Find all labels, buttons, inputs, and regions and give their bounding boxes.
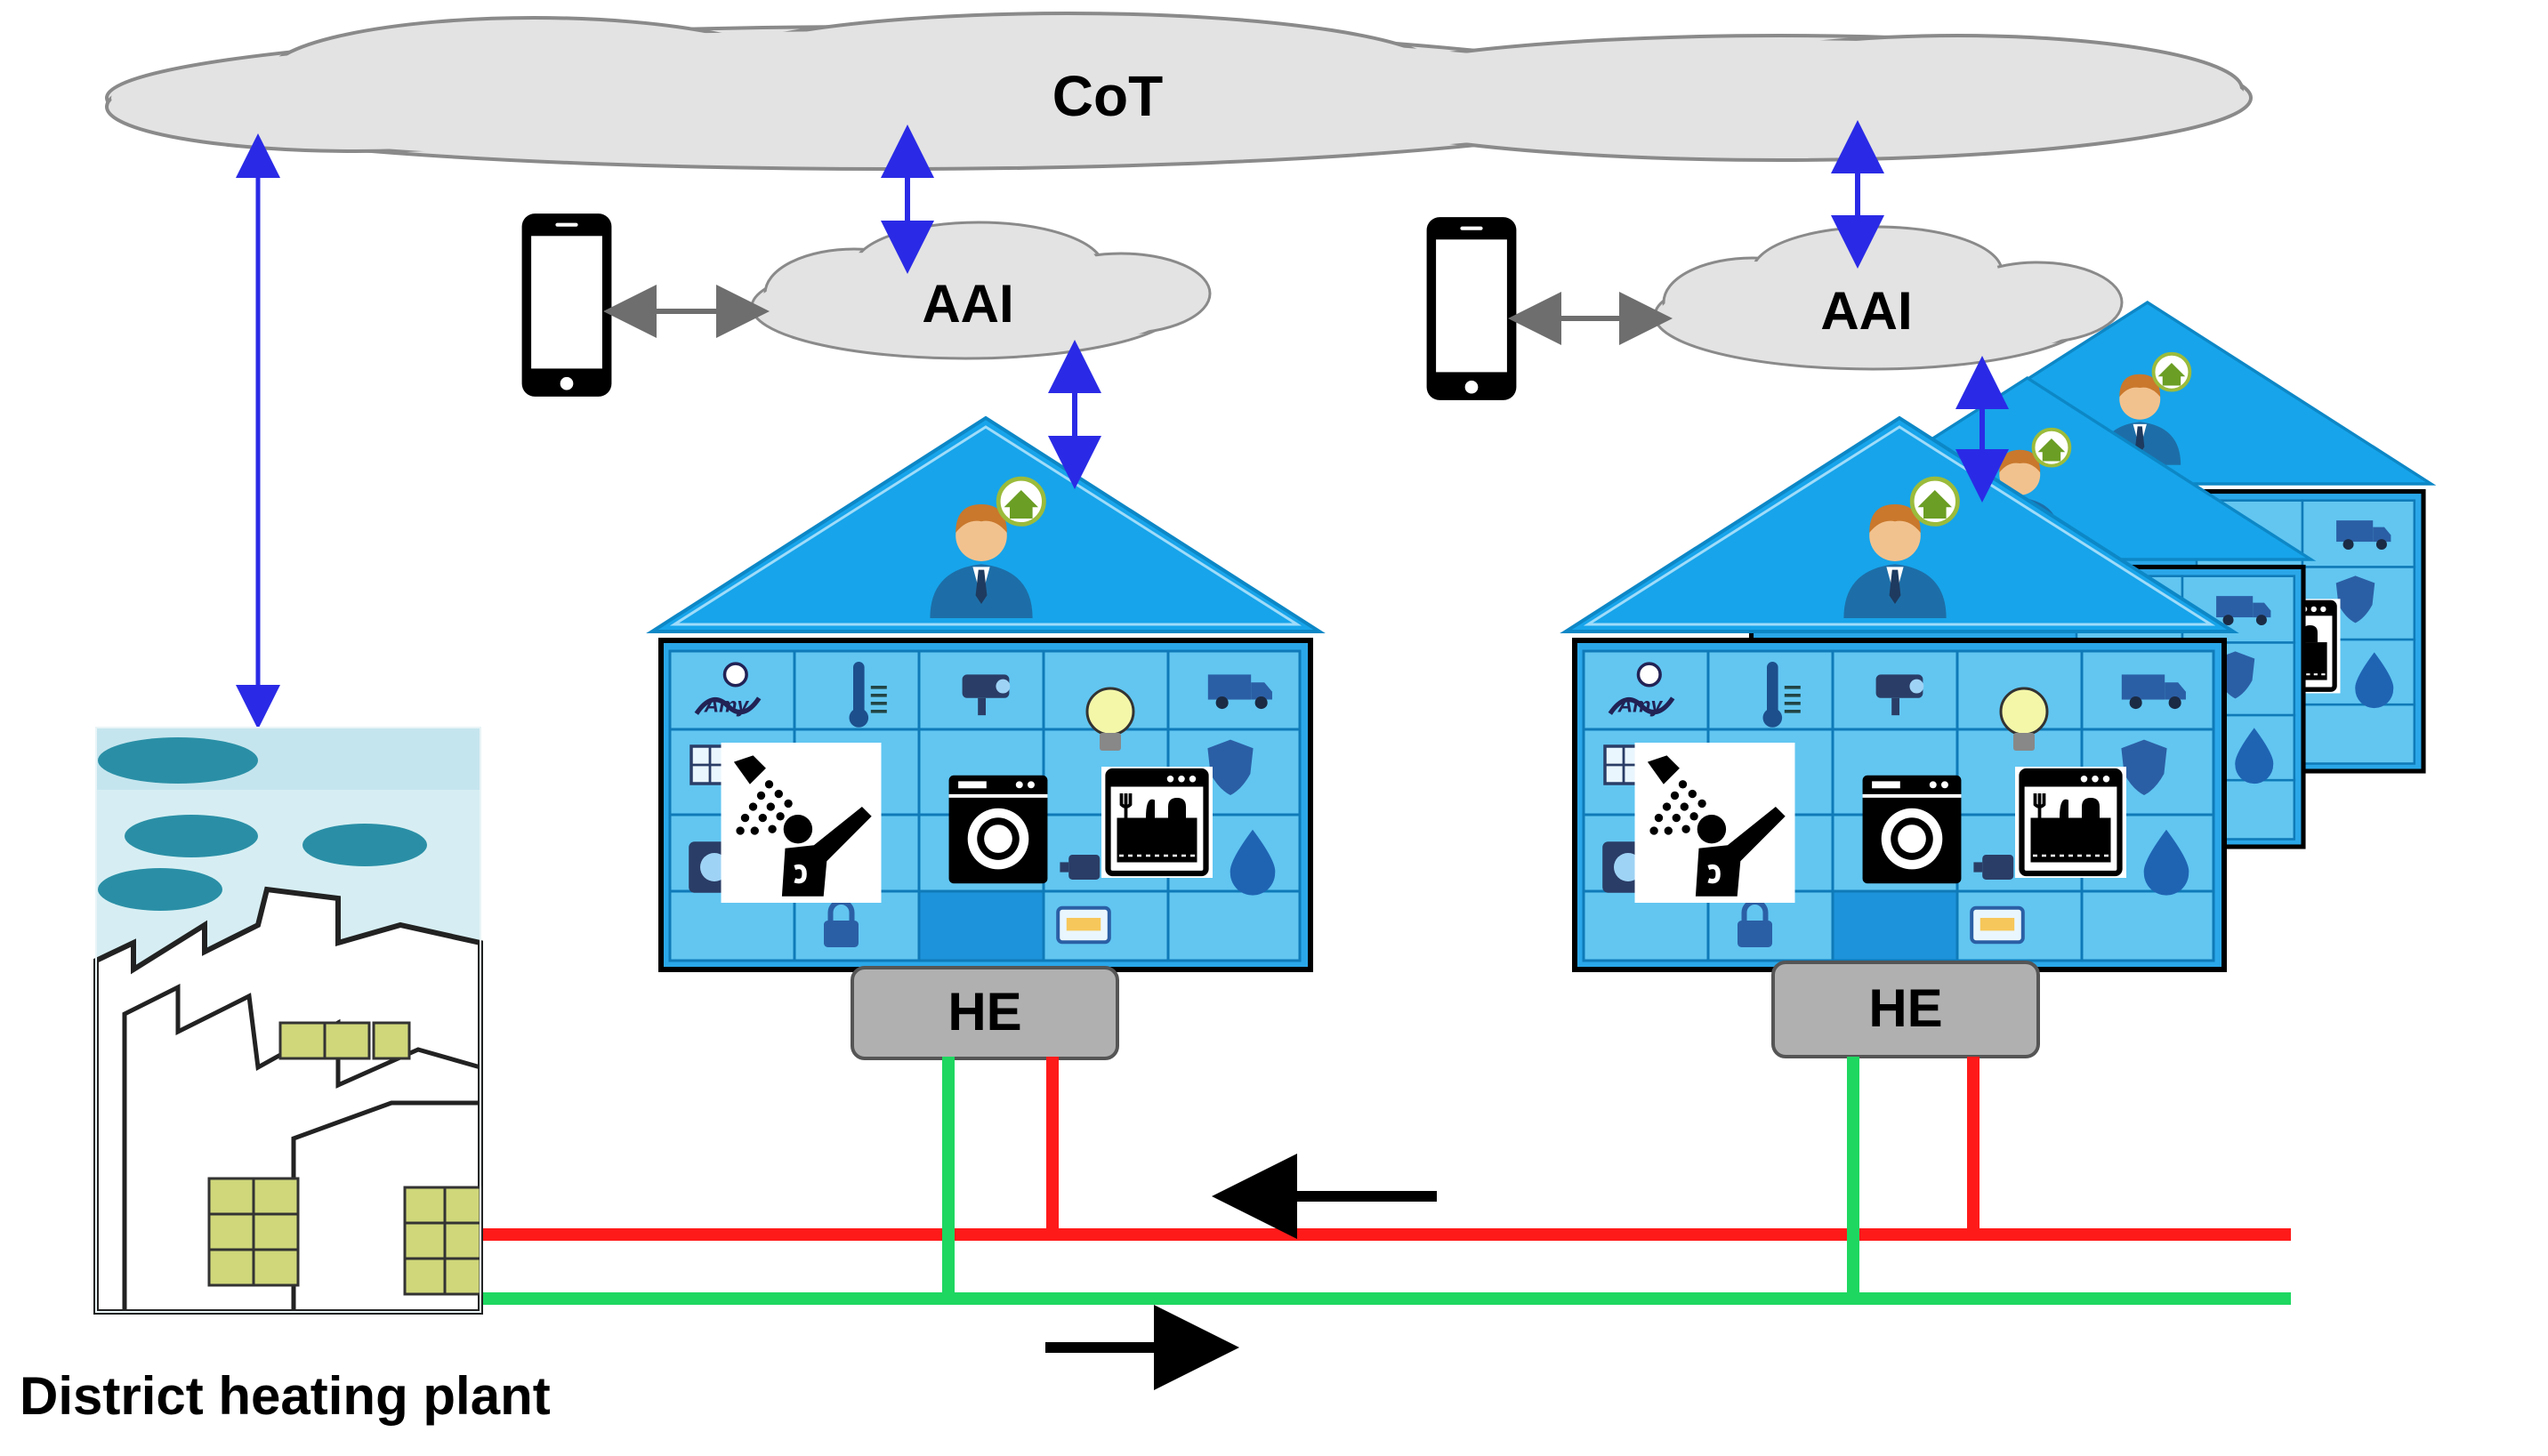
aai-cloud-right: AAI xyxy=(1653,225,2124,371)
he-left-label: HE xyxy=(947,982,1021,1042)
aai-right-label: AAI xyxy=(1820,281,1912,341)
heat-exchanger-right: HE xyxy=(1771,961,2040,1058)
plant-caption: District heating plant xyxy=(20,1366,551,1426)
factory-icon xyxy=(93,727,483,1315)
supply-pipe xyxy=(472,1057,2291,1241)
aai-cloud-left: AAI xyxy=(750,221,1212,360)
return-pipe xyxy=(472,1057,2291,1305)
heat-exchanger-left: HE xyxy=(851,966,1119,1060)
cot-cloud: CoT xyxy=(105,12,2253,171)
smartphone-icon xyxy=(1426,217,1517,400)
he-right-label: HE xyxy=(1868,978,1942,1038)
cot-label: CoT xyxy=(1052,64,1163,128)
aai-left-label: AAI xyxy=(922,274,1013,334)
smartphone-icon xyxy=(521,213,612,397)
